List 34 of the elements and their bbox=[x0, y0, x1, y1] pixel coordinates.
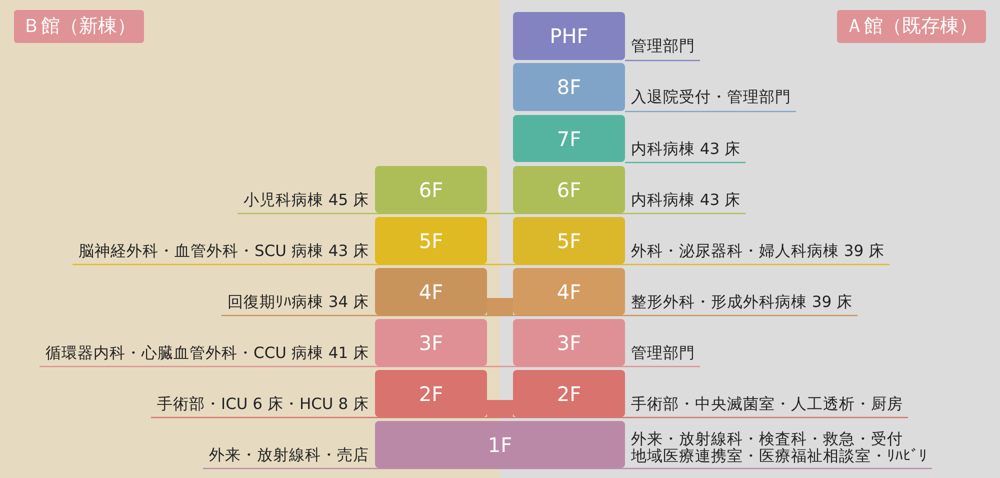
floor-box: 8F bbox=[513, 63, 625, 111]
department-label: 入退院受付・管理部門 bbox=[631, 89, 791, 106]
department-label: 地域医療連携室・医療福祉相談室・ﾘﾊﾋﾞﾘ bbox=[631, 448, 927, 465]
floor-box: 2F bbox=[513, 370, 625, 417]
department-label: 外来・放射線科・検査科・救急・受付 bbox=[631, 431, 903, 448]
floor-box: 3F bbox=[375, 319, 487, 366]
floor-box: 5F bbox=[375, 217, 487, 264]
floor-box: 4F bbox=[513, 268, 625, 315]
department-label: 内科病棟 43 床 bbox=[631, 192, 741, 209]
department-label: 管理部門 bbox=[631, 345, 695, 362]
bridge bbox=[487, 298, 513, 315]
department-label: 整形外科・形成外科病棟 39 床 bbox=[631, 294, 853, 311]
floor-box: 5F bbox=[513, 217, 625, 264]
department-label: 手術部・中央滅菌室・人工透析・厨房 bbox=[631, 396, 903, 413]
department-label: 手術部・ICU 6 床・HCU 8 床 bbox=[157, 396, 369, 413]
department-label: 循環器内科・心臓血管外科・CCU 病棟 41 床 bbox=[46, 345, 369, 362]
department-label: 回復期ﾘﾊ病棟 34 床 bbox=[227, 294, 369, 311]
department-label: 管理部門 bbox=[631, 38, 695, 55]
floor-box: 6F bbox=[375, 166, 487, 213]
department-label: 外来・放射線科・売店 bbox=[209, 447, 369, 464]
department-label: 内科病棟 43 床 bbox=[631, 141, 741, 158]
floor-box: 4F bbox=[375, 268, 487, 315]
building-label: Ａ館（既存棟） bbox=[837, 10, 986, 43]
floor-box: 2F bbox=[375, 370, 487, 417]
floor-box: 3F bbox=[513, 319, 625, 366]
floor-box: 6F bbox=[513, 166, 625, 213]
floor-box: 1F bbox=[375, 421, 625, 468]
department-label: 小児科病棟 45 床 bbox=[243, 192, 369, 209]
floor-box: 7F bbox=[513, 115, 625, 162]
department-label: 脳神経外科・血管外科・SCU 病棟 43 床 bbox=[78, 243, 369, 260]
building-label: Ｂ館（新棟） bbox=[14, 10, 144, 43]
floor-box: PHF bbox=[513, 12, 625, 60]
department-label: 外科・泌尿器科・婦人科病棟 39 床 bbox=[631, 243, 885, 260]
bridge bbox=[487, 400, 513, 417]
